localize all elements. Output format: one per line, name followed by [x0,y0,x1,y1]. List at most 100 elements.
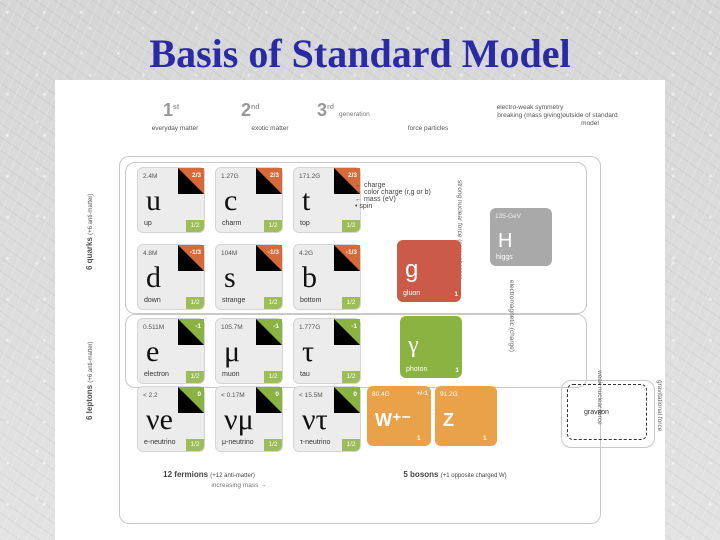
particle-charge: 0 [275,391,279,398]
particle-charge: -1/3 [345,249,357,256]
photon-card: γ photon 1 [400,316,462,378]
particle-name: τ-neutrino [300,439,331,446]
particle-charge: -1/3 [189,249,201,256]
particle-card-bottom: 4.2G -1/3 b bottom 1/2 [293,244,361,310]
w-boson-card: 80.4G +/-1 W⁺⁻ 1 [367,386,431,446]
particle-mass: 4.8M [143,250,158,257]
legend-charge: ← charge [355,182,386,189]
particle-mass: 1.777G [299,324,321,331]
gen3-header: 3rd generation [317,100,370,120]
particle-name: up [144,220,152,227]
particle-name: top [300,220,310,227]
particle-mass: 0.511M [143,324,165,331]
legend-color: ← color charge (r,g or b) [355,189,431,196]
particle-symbol: νe [146,403,173,436]
particle-symbol: d [146,261,161,294]
particle-symbol: t [302,184,311,217]
particle-mass: 104M [221,250,238,257]
particle-card-muon: 105.7M -1 μ muon 1/2 [215,318,283,384]
particle-spin: 1/2 [264,371,282,383]
particle-symbol: u [146,184,161,217]
particle-charge: -1 [273,323,279,330]
particle-charge: -1/3 [267,249,279,256]
particle-symbol: b [302,261,317,294]
particle-mass: < 0.17M [221,392,245,399]
slide-title: Basis of Standard Model [149,31,571,76]
particle-card-neutrino: < 15.5M 0 ντ τ-neutrino 1/2 [293,386,361,452]
particle-symbol: νμ [224,403,254,436]
particle-card-neutrino: < 0.17M 0 νμ μ-neutrino 1/2 [215,386,283,452]
z-boson-card: 91.2G Z 1 [435,386,497,446]
increasing-mass-label: increasing mass → [211,482,267,489]
grav-force-label: gravitational force [656,380,663,432]
particle-name: e-neutrino [144,439,176,446]
standard-model-diagram: 1st everyday matter 2nd exotic matter 3r… [55,80,665,540]
quark-frame [125,162,587,314]
particle-charge: 0 [197,391,201,398]
graviton-card: graviton [567,384,647,440]
particle-spin: 1/2 [186,439,204,451]
particle-card-electron: 0.511M -1 e electron 1/2 [137,318,205,384]
particle-spin: 1/2 [342,220,360,232]
particle-name: down [144,297,161,304]
particle-charge: 0 [353,391,357,398]
outer-frame [119,156,601,524]
particle-name: tau [300,371,310,378]
particle-symbol: ντ [302,403,328,436]
particle-card-charm: 1.27G 2/3 c charm 1/2 [215,167,283,233]
particle-mass: < 2.2 [143,392,158,399]
gluon-card: g gluon 1 [397,240,461,302]
gen2-header: 2nd [241,100,260,120]
particle-symbol: μ [224,335,241,368]
particle-mass: 4.2G [299,250,314,257]
particle-name: charm [222,220,242,227]
particle-spin: 1/2 [186,297,204,309]
particle-charge: 2/3 [269,172,279,179]
particle-name: strange [222,297,246,304]
gen1-sub: everyday matter [151,125,199,132]
particle-charge: 2/3 [347,172,357,179]
particle-card-down: 4.8M -1/3 d down 1/2 [137,244,205,310]
particle-spin: 1/2 [264,297,282,309]
particle-spin: 1/2 [342,371,360,383]
particle-name: electron [144,371,169,378]
particle-spin: 1/2 [342,297,360,309]
particle-name: μ-neutrino [222,439,254,446]
bosons-label: 5 bosons (+1 opposite charged W) [403,470,507,479]
property-legend: ← charge ← color charge (r,g or b) ← mas… [355,182,431,210]
particle-spin: 1/2 [342,439,360,451]
force-header: force particles [407,125,449,132]
particle-card-top: 171.2G 2/3 t top 1/2 [293,167,361,233]
gen2-sub: exotic matter [251,125,289,132]
particle-charge: -1 [195,323,201,330]
particle-mass: 2.4M [143,173,158,180]
particle-symbol: s [224,261,236,294]
ew-header: electro-weak symmetry breaking (mass giv… [496,104,564,119]
particle-mass: < 15.5M [299,392,323,399]
quarks-label: 6 quarks (+6 anti-matter) [85,193,94,270]
legend-mass: ← mass (eV) [355,196,396,203]
fermions-label: 12 fermions (+12 anti-matter) [163,470,255,479]
particle-card-up: 2.4M 2/3 u up 1/2 [137,167,205,233]
particle-name: muon [222,371,240,378]
particle-mass: 105.7M [221,324,243,331]
particle-charge: -1 [351,323,357,330]
particle-name: bottom [300,297,322,304]
particle-symbol: e [146,335,160,368]
particle-spin: 1/2 [264,220,282,232]
particle-charge: 2/3 [191,172,201,179]
legend-spin: • spin [355,203,373,210]
particle-spin: 1/2 [264,439,282,451]
particle-mass: 171.2G [299,173,321,180]
particle-symbol: c [224,184,238,217]
em-force-label: electromagnetic (charge) [508,280,515,352]
outside-frame [561,380,655,448]
particle-card-strange: 104M -1/3 s strange 1/2 [215,244,283,310]
particle-spin: 1/2 [186,220,204,232]
particle-mass: 1.27G [221,173,239,180]
higgs-card: 135-GeV H higgs [490,208,552,266]
leptons-label: 6 leptons (+6 anti-matter) [85,341,94,420]
particle-spin: 1/2 [186,371,204,383]
gen1-header: 1st [163,100,180,120]
